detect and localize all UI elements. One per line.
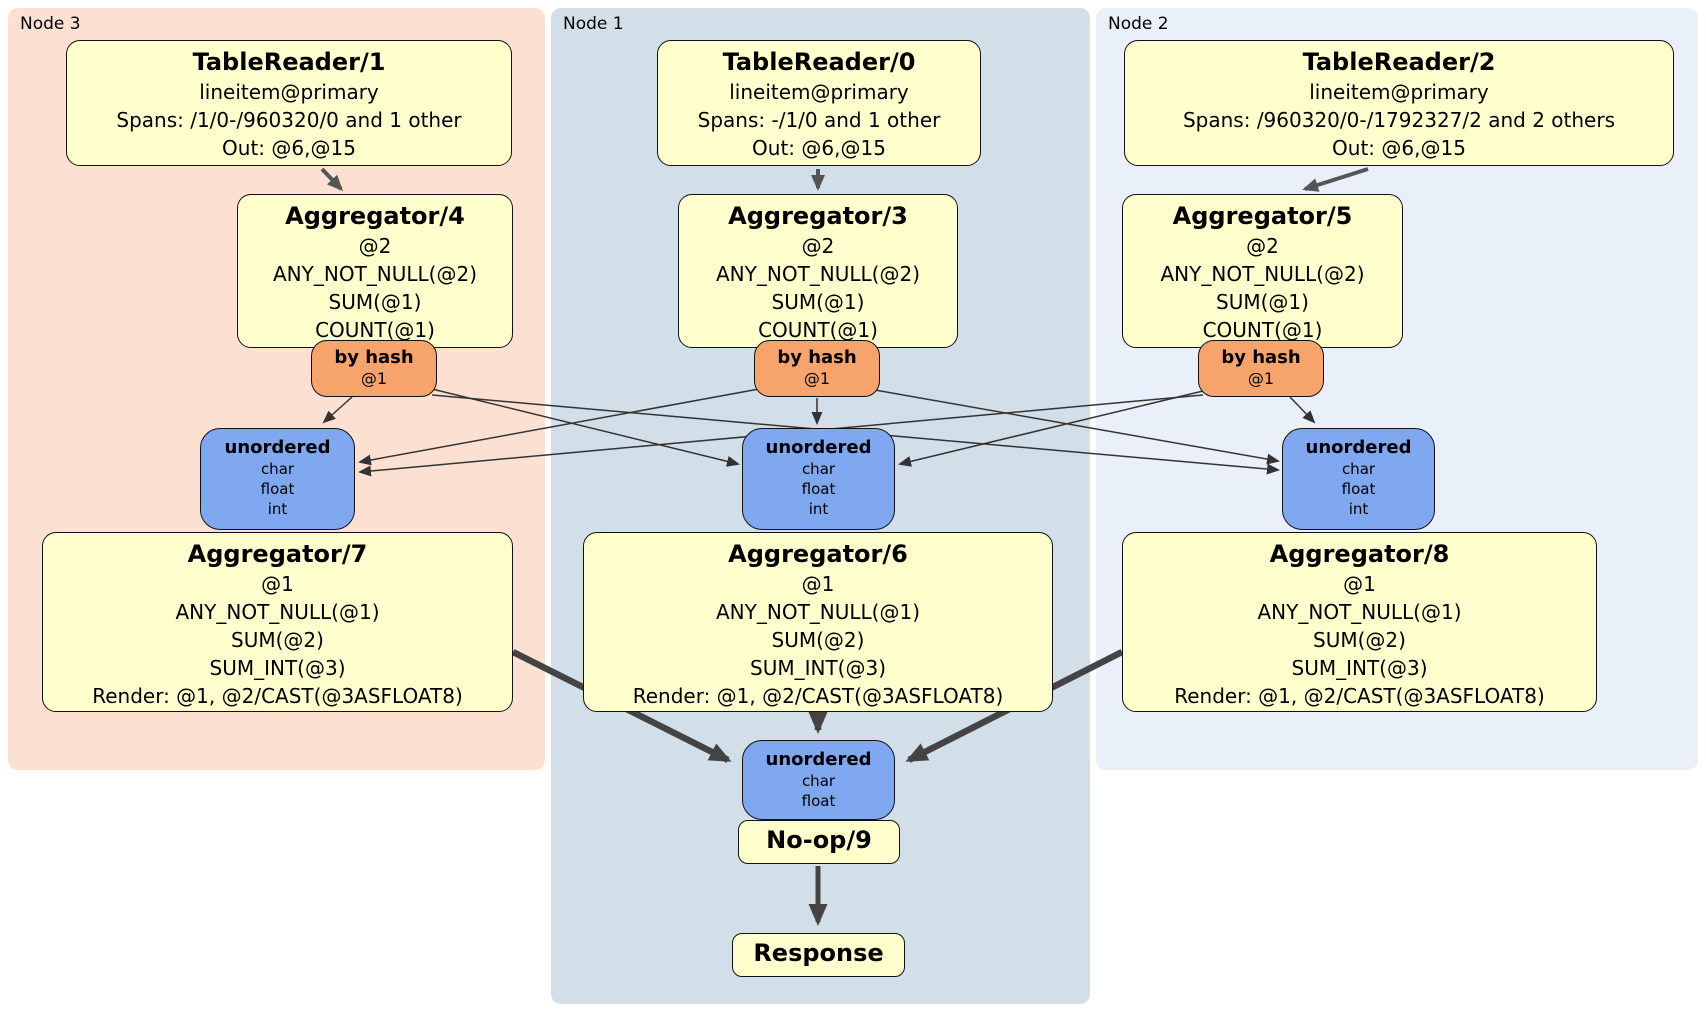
box-title: TableReader/0 — [722, 48, 916, 76]
node1-label: Node 1 — [563, 14, 624, 34]
box-row: Render: @1, @2/CAST(@3ASFLOAT8) — [632, 684, 1004, 708]
box-row: ANY_NOT_NULL(@2) — [273, 262, 477, 286]
sync-row: int — [267, 500, 288, 518]
tablereader-0-box: TableReader/0 lineitem@primary Spans: -/… — [657, 40, 981, 166]
box-row: Spans: /1/0-/960320/0 and 1 other — [116, 108, 462, 132]
router-title: by hash — [1221, 347, 1301, 368]
box-title: Aggregator/8 — [1269, 540, 1450, 568]
aggregator-5-box: Aggregator/5 @2 ANY_NOT_NULL(@2) SUM(@1)… — [1122, 194, 1403, 348]
box-row: @1 — [801, 572, 835, 596]
box-row: SUM_INT(@3) — [750, 656, 886, 680]
sync-row: char — [801, 460, 836, 478]
box-row: Spans: -/1/0 and 1 other — [697, 108, 941, 132]
box-row: @1 — [261, 572, 294, 596]
sync-row: char — [260, 460, 295, 478]
box-title: No-op/9 — [766, 826, 872, 854]
router-subtitle: @1 — [360, 369, 388, 388]
box-row: Spans: /960320/0-/1792327/2 and 2 others — [1182, 108, 1615, 132]
box-row: ANY_NOT_NULL(@1) — [175, 600, 380, 624]
node2-sync: unordered char float int — [1282, 428, 1435, 530]
box-title: Aggregator/3 — [728, 202, 908, 230]
box-row: SUM_INT(@3) — [209, 656, 346, 680]
node1-hash-router: by hash @1 — [754, 340, 880, 397]
box-row: SUM(@1) — [771, 290, 865, 314]
router-title: by hash — [777, 347, 857, 368]
box-row: ANY_NOT_NULL(@1) — [716, 600, 920, 624]
box-row: Out: @6,@15 — [1332, 136, 1466, 160]
box-row: SUM(@1) — [1216, 290, 1309, 314]
router-subtitle: @1 — [803, 369, 831, 388]
box-title: Aggregator/4 — [285, 202, 465, 230]
box-title: TableReader/1 — [192, 48, 386, 76]
node2-label: Node 2 — [1108, 14, 1169, 34]
aggregator-4-box: Aggregator/4 @2 ANY_NOT_NULL(@2) SUM(@1)… — [237, 194, 513, 348]
box-row: @1 — [1343, 572, 1376, 596]
box-row: COUNT(@1) — [315, 318, 435, 342]
box-row: SUM_INT(@3) — [1291, 656, 1428, 680]
sync-title: unordered — [1305, 437, 1412, 458]
box-title: Aggregator/7 — [187, 540, 368, 568]
box-title: Aggregator/5 — [1172, 202, 1353, 230]
sync-title: unordered — [765, 749, 872, 770]
box-row: Out: @6,@15 — [752, 136, 886, 160]
box-row: lineitem@primary — [729, 80, 909, 104]
node3-sync: unordered char float int — [200, 428, 355, 530]
box-row: SUM(@2) — [771, 628, 865, 652]
sync-title: unordered — [765, 437, 872, 458]
aggregator-6-box: Aggregator/6 @1 ANY_NOT_NULL(@1) SUM(@2)… — [583, 532, 1053, 712]
node2-hash-router: by hash @1 — [1198, 340, 1324, 397]
aggregator-3-box: Aggregator/3 @2 ANY_NOT_NULL(@2) SUM(@1)… — [678, 194, 958, 348]
box-row: COUNT(@1) — [758, 318, 878, 342]
response-box: Response — [732, 933, 905, 977]
box-row: Render: @1, @2/CAST(@3ASFLOAT8) — [92, 684, 463, 708]
tablereader-2-box: TableReader/2 lineitem@primary Spans: /9… — [1124, 40, 1674, 166]
sync-row: float — [801, 480, 836, 498]
output-sync: unordered char float — [742, 740, 895, 820]
sync-row: int — [808, 500, 829, 518]
router-title: by hash — [334, 347, 414, 368]
sync-row: float — [801, 792, 836, 810]
aggregator-7-box: Aggregator/7 @1 ANY_NOT_NULL(@1) SUM(@2)… — [42, 532, 513, 712]
box-row: SUM(@2) — [1313, 628, 1406, 652]
box-row: ANY_NOT_NULL(@2) — [716, 262, 920, 286]
router-subtitle: @1 — [1247, 369, 1275, 388]
sync-row: float — [1341, 480, 1376, 498]
sync-title: unordered — [224, 437, 331, 458]
box-title: TableReader/2 — [1302, 48, 1496, 76]
node3-label: Node 3 — [20, 14, 81, 34]
box-row: lineitem@primary — [1309, 80, 1489, 104]
sync-row: float — [260, 480, 295, 498]
box-row: COUNT(@1) — [1202, 318, 1323, 342]
box-row: ANY_NOT_NULL(@1) — [1257, 600, 1462, 624]
node3-hash-router: by hash @1 — [311, 340, 437, 397]
box-title: Aggregator/6 — [728, 540, 908, 568]
box-row: SUM(@2) — [231, 628, 324, 652]
sync-row: char — [1341, 460, 1376, 478]
box-row: Out: @6,@15 — [222, 136, 356, 160]
sync-row: int — [1348, 500, 1369, 518]
box-row: SUM(@1) — [328, 290, 422, 314]
tablereader-1-box: TableReader/1 lineitem@primary Spans: /1… — [66, 40, 512, 166]
box-title: Response — [753, 939, 884, 967]
sync-row: char — [801, 772, 836, 790]
node1-sync: unordered char float int — [742, 428, 895, 530]
box-row: @2 — [1246, 234, 1279, 258]
aggregator-8-box: Aggregator/8 @1 ANY_NOT_NULL(@1) SUM(@2)… — [1122, 532, 1597, 712]
box-row: @2 — [358, 234, 392, 258]
noop-9-box: No-op/9 — [738, 820, 900, 864]
box-row: @2 — [801, 234, 835, 258]
box-row: ANY_NOT_NULL(@2) — [1160, 262, 1365, 286]
box-row: Render: @1, @2/CAST(@3ASFLOAT8) — [1174, 684, 1545, 708]
box-row: lineitem@primary — [199, 80, 379, 104]
